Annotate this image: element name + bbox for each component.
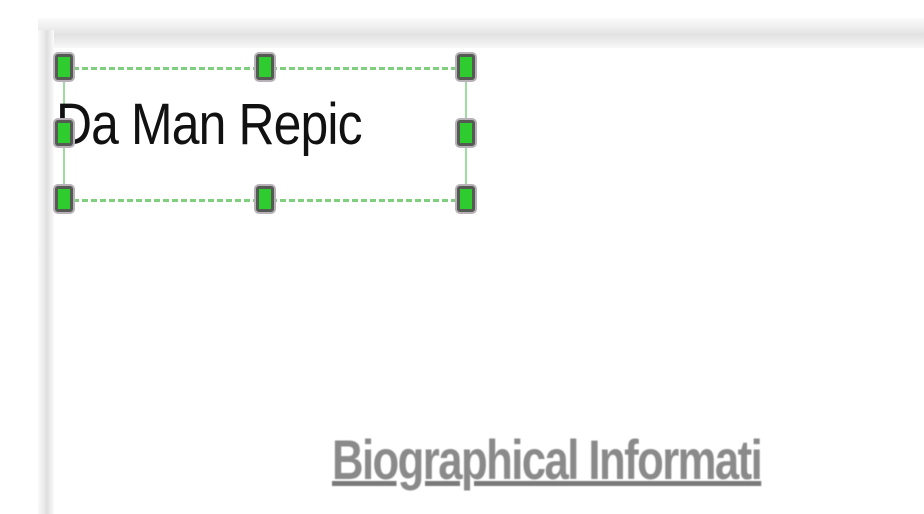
page-top-edge	[38, 18, 924, 48]
text-box-content[interactable]: Da Man Repic	[56, 92, 363, 157]
resize-handle-middle-left[interactable]	[55, 120, 73, 146]
resize-handle-bottom-center[interactable]	[256, 186, 274, 212]
page-left-edge	[38, 30, 54, 514]
biographical-information-heading[interactable]: Biographical Informati	[332, 428, 763, 491]
resize-handle-top-left[interactable]	[55, 54, 73, 80]
resize-handle-top-right[interactable]	[457, 54, 475, 80]
resize-handle-middle-right[interactable]	[457, 120, 475, 146]
document-page[interactable]	[54, 48, 924, 514]
resize-handle-bottom-right[interactable]	[457, 186, 475, 212]
resize-handle-top-center[interactable]	[256, 54, 274, 80]
selected-text-box[interactable]: Da Man Repic	[56, 67, 467, 202]
resize-handle-bottom-left[interactable]	[55, 186, 73, 212]
